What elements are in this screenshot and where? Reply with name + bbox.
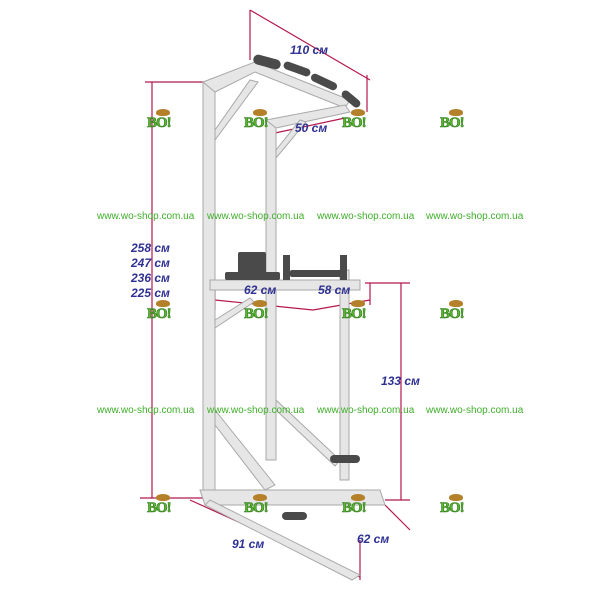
logo-text: BO! [440, 115, 465, 132]
dip-width-label: 62 см [244, 283, 277, 297]
watermark-url: www.wo-shop.com.ua [97, 405, 195, 416]
logo-text: BO! [147, 115, 172, 132]
watermark-logo: BO! [342, 300, 376, 323]
grips-and-pads [225, 54, 361, 520]
logo-text: BO! [440, 500, 465, 517]
watermark-url: www.wo-shop.com.ua [426, 405, 524, 416]
watermark-url: www.wo-shop.com.ua [426, 211, 524, 222]
top-width-label: 110 см [290, 43, 329, 57]
watermark-logo: BO! [342, 494, 376, 517]
watermark-logo: BO! [244, 109, 278, 132]
logo-text: BO! [440, 306, 465, 323]
dip-height-label: 133 см [381, 374, 420, 388]
watermark-logo: BO! [147, 300, 181, 323]
logo-text: BO! [342, 115, 367, 132]
logo-text: BO! [342, 306, 367, 323]
watermark-logo: BO! [440, 109, 474, 132]
height-label-4: 225 см [131, 286, 170, 300]
base-width-label: 62 см [357, 532, 390, 546]
watermark-logo: BO! [440, 494, 474, 517]
height-label-3: 236 см [131, 271, 170, 285]
height-label-1: 258 см [131, 241, 170, 255]
watermark-logo: BO! [342, 109, 376, 132]
watermark-url: www.wo-shop.com.ua [97, 211, 195, 222]
watermark-url: www.wo-shop.com.ua [207, 211, 305, 222]
watermark-url: www.wo-shop.com.ua [207, 405, 305, 416]
dip-depth-label: 58 см [318, 283, 351, 297]
watermark-url: www.wo-shop.com.ua [317, 405, 415, 416]
logo-text: BO! [147, 500, 172, 517]
logo-text: BO! [244, 306, 269, 323]
logo-text: BO! [342, 500, 367, 517]
logo-text: BO! [244, 500, 269, 517]
watermark-url: www.wo-shop.com.ua [317, 211, 415, 222]
base-length-label: 91 см [232, 537, 265, 551]
watermark-logo: BO! [147, 109, 181, 132]
watermark-logo: BO! [147, 494, 181, 517]
watermark-logo: BO! [244, 300, 278, 323]
height-label-2: 247 см [131, 256, 170, 270]
top-depth-label: 50 см [295, 121, 328, 135]
watermark-logo: BO! [440, 300, 474, 323]
logo-text: BO! [147, 306, 172, 323]
watermark-logo: BO! [244, 494, 278, 517]
logo-text: BO! [244, 115, 269, 132]
